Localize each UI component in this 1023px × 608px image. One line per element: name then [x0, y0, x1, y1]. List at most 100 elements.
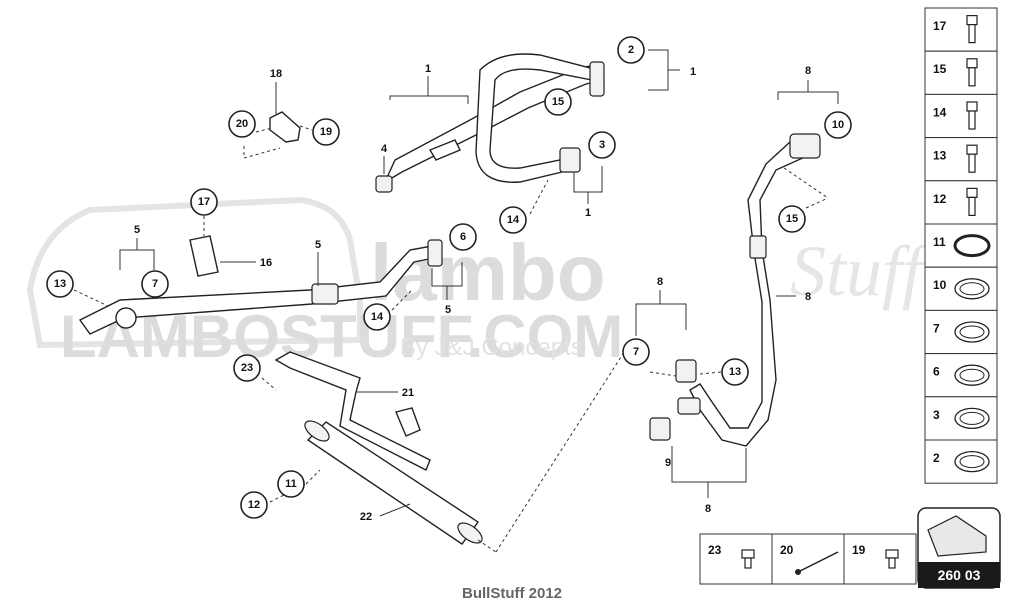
bracket-18 [269, 111, 301, 143]
label-5-left: 5 [134, 224, 140, 236]
svg-text:12: 12 [248, 499, 260, 511]
o-ring-icon [954, 450, 990, 473]
bolt-icon [966, 58, 978, 87]
legend-cell-23: 23 [699, 533, 773, 585]
label-4: 4 [381, 143, 388, 155]
legend-number: 20 [780, 543, 794, 557]
legend-column: 17 15 14 13 12 11 10 7 6 3 2 [924, 7, 998, 484]
legend-cell-3: 3 [924, 396, 998, 441]
clamp-icon [953, 234, 991, 258]
svg-text:7: 7 [152, 278, 158, 290]
svg-text:17: 17 [198, 196, 210, 208]
callout-7-left: 7 [141, 270, 169, 298]
callout-13-right: 13 [721, 358, 749, 386]
svg-text:13: 13 [54, 278, 66, 290]
legend-number: 23 [708, 543, 722, 557]
label-8-top: 8 [805, 65, 811, 77]
legend-cell-12: 12 [924, 180, 998, 225]
bolt-icon [966, 101, 978, 130]
legend-cell-14: 14 [924, 93, 998, 139]
bolt-icon [966, 144, 978, 173]
hose-assembly-8 [649, 133, 821, 447]
legend-number: 19 [852, 543, 866, 557]
o-ring-icon [954, 278, 990, 300]
legend-cell-2: 2 [924, 439, 998, 484]
callout-11: 11 [277, 470, 305, 498]
legend-number: 10 [933, 278, 947, 292]
legend-number: 13 [933, 149, 947, 163]
hose-assembly-5 [78, 235, 443, 335]
label-1-bottom: 1 [585, 207, 591, 219]
legend-number: 3 [933, 408, 940, 422]
legend-cell-15: 15 [924, 50, 998, 95]
callout-3: 3 [588, 131, 616, 159]
svg-text:15: 15 [786, 213, 798, 225]
label-16: 16 [260, 257, 272, 269]
legend-number: 12 [933, 192, 947, 206]
callout-20: 20 [228, 110, 256, 138]
callout-6: 6 [449, 223, 477, 251]
legend-cell-7: 7 [924, 309, 998, 355]
label-9: 9 [665, 457, 671, 469]
svg-text:2: 2 [628, 44, 634, 56]
callout-7-right: 7 [622, 338, 650, 366]
legend-number: 17 [933, 19, 947, 33]
bolt-icon [966, 15, 978, 44]
page-number: 260 03 [938, 567, 981, 583]
legend-cell-19: 19 [843, 533, 917, 585]
callout-10: 10 [824, 111, 852, 139]
callout-12: 12 [240, 491, 268, 519]
o-ring-icon [954, 321, 990, 343]
watermark: lambo Stuff LAMBOSTUFF.COM By J&J Concep… [26, 196, 931, 370]
legend-cell-6: 6 [924, 353, 998, 398]
bolt-icon [966, 187, 978, 216]
label-8-bottom: 8 [705, 503, 711, 515]
label-8-left: 8 [657, 276, 663, 288]
callout-2: 2 [617, 36, 645, 64]
receiver-dryer [274, 351, 483, 545]
callout-14-top: 14 [499, 206, 527, 234]
callout-14-mid: 14 [363, 303, 391, 331]
callout-19: 19 [312, 118, 340, 146]
label-1-right: 1 [690, 66, 696, 78]
label-1-top: 1 [425, 63, 431, 75]
label-5-mid: 5 [315, 239, 321, 251]
watermark-script: Stuff [790, 231, 931, 311]
svg-text:20: 20 [236, 118, 248, 130]
footer-caption: BullStuff 2012 [462, 585, 562, 602]
callout-23: 23 [233, 354, 261, 382]
callout-15-right: 15 [778, 205, 806, 233]
label-5-right: 5 [445, 304, 451, 316]
legend-cell-17: 17 [924, 7, 998, 52]
watermark-byline: By J&J Concepts [400, 334, 583, 361]
svg-text:14: 14 [507, 214, 520, 226]
label-8-mid: 8 [805, 291, 811, 303]
legend-number: 7 [933, 321, 940, 335]
svg-text:19: 19 [320, 126, 332, 138]
screw-icon [741, 549, 755, 569]
arrow-icon [927, 515, 987, 557]
svg-text:13: 13 [729, 366, 741, 378]
o-ring-icon [954, 407, 990, 430]
legend-number: 6 [933, 365, 940, 379]
label-18: 18 [270, 68, 282, 80]
label-22: 22 [360, 511, 372, 523]
o-ring-icon [954, 364, 990, 386]
svg-text:11: 11 [285, 478, 297, 490]
callout-15-top: 15 [544, 88, 572, 116]
legend-cell-13: 13 [924, 137, 998, 182]
legend-number: 14 [933, 105, 947, 119]
callout-13-left: 13 [46, 270, 74, 298]
svg-text:10: 10 [832, 119, 844, 131]
svg-text:15: 15 [552, 96, 564, 108]
legend-number: 15 [933, 62, 947, 76]
svg-text:7: 7 [633, 346, 639, 358]
svg-text:14: 14 [371, 311, 384, 323]
legend-number: 11 [933, 235, 946, 249]
watermark-brand: lambo [370, 228, 606, 317]
legend-bottom-row: 23 20 19 [699, 533, 917, 585]
label-21: 21 [402, 387, 414, 399]
legend-number: 2 [933, 451, 940, 465]
legend-cell-10: 10 [924, 266, 998, 311]
